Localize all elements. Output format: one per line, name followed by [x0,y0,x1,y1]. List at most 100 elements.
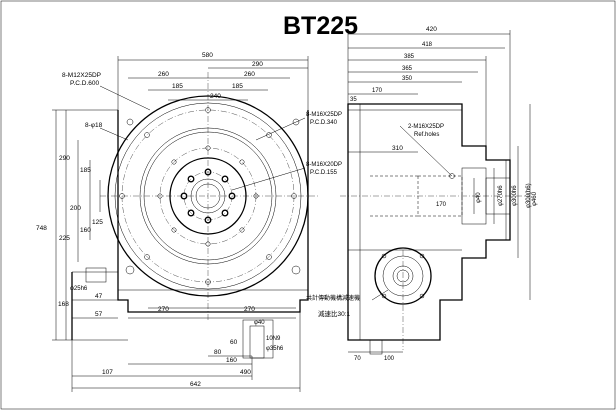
side-input-hole [381,293,387,299]
leader-line [99,127,129,141]
bolt-hole [221,209,229,217]
side-view: 420 418 385 365 350 170 35 2-M16X25DP Re… [306,26,538,362]
dim-phi40: φ40 [254,320,265,326]
bolt-hole [205,107,211,113]
bolt-hole [119,193,125,199]
side-input-hole [381,253,387,259]
dim-185-right: 185 [232,83,243,90]
bolt-hole [228,192,236,200]
side-right-dimensions [473,104,531,300]
dim-47: 47 [95,293,103,300]
bolt-hole [187,175,195,183]
bolt-hole [171,227,177,233]
side-dim-418: 418 [422,42,433,48]
callout-flange-pcd: P.C.D.340 [310,120,338,126]
side-input-hole [419,293,425,299]
dim-57: 57 [95,311,103,318]
side-input-flange [374,247,432,305]
mount-hole [291,265,301,275]
side-dim-385: 385 [404,54,415,60]
dim-200: 200 [70,205,81,212]
bolt-hole [157,193,163,199]
front-left-dimensions [52,109,118,341]
bolt-hole [187,209,195,217]
bolt-hole [204,216,212,224]
side-dim-100: 100 [384,356,395,362]
side-hidden-bore [417,175,463,217]
dim-185-side: 185 [80,167,91,174]
input-shaft [249,325,265,359]
dim-490: 490 [240,369,251,376]
mid-bolt-holes [157,145,259,247]
side-output-shaft [485,177,511,215]
dim-270-lower: 270 [244,306,255,313]
side-dim-310: 310 [392,145,403,152]
hub-bolt-holes [180,168,236,224]
bolt-hole [144,254,150,260]
side-motor-note: 共計傳動機構減速機 [306,294,360,302]
bolt-hole [171,159,177,165]
side-ratio-note: 減速比30:1 [318,309,351,318]
side-dim-350: 350 [402,76,413,82]
mount-hole [126,118,134,126]
bolt-hole [180,192,188,200]
front-bottom-dimensions [71,299,301,392]
side-dim-365: 365 [402,66,413,72]
small-shaft [85,267,107,283]
side-dim-70: 70 [354,356,361,362]
dim-225: 225 [59,235,70,242]
dim-160-side: 160 [80,227,91,234]
side-dia-3: φ300h6 [512,185,518,206]
bolt-hole [204,168,212,176]
dim-290-left: 290 [59,155,70,162]
dim-107: 107 [102,369,113,376]
side-top-dimensions [347,30,511,160]
dim-642: 642 [190,381,201,388]
callout-mounting-holes: 8-M12X25DP [62,72,101,79]
side-callout-tap-holes: 2-M16X25DP [408,124,444,130]
side-body-outline [347,103,511,341]
side-hidden-chamfer [370,175,418,217]
bolt-hole [291,193,297,199]
dim-260-left: 260 [158,71,169,78]
front-view: 580 290 260 260 185 185 240 8-M12X25DP P… [36,52,342,392]
dim-168: 168 [58,301,69,308]
side-dia-5: φ460 [532,191,538,206]
callout-flange-holes: 8-M16X25DP [306,112,342,118]
side-foot-stub [369,339,383,355]
side-input-bore [392,265,414,287]
side-dim-420: 420 [426,26,437,33]
side-tap-hole [449,173,455,179]
side-dim-35: 35 [350,97,357,103]
side-input-hole [419,253,425,259]
mount-hole [292,118,300,126]
dim-290: 290 [252,61,263,68]
leader-line [399,125,453,177]
dim-270-upper: 270 [158,306,169,313]
front-top-dimensions [117,56,309,110]
leader-line [231,167,306,191]
leader-line [255,117,306,141]
bolt-hole [266,254,272,260]
dim-10n9: 10N9 [266,336,281,342]
bolt-hole [253,193,259,199]
bolt-hole [266,132,272,138]
dim-185-left: 185 [172,83,183,90]
bolt-hole [144,132,150,138]
front-housing-outline [117,110,309,313]
callout-center-holes: 8-M16X20DP [306,162,342,168]
dim-80: 80 [214,349,222,356]
side-dim-170: 170 [372,88,383,94]
callout-center-pcd: P.C.D.155 [310,170,338,176]
side-input-shaft [396,269,410,283]
dim-60: 60 [230,339,238,346]
bolt-hole [239,159,245,165]
side-callout-tap-note: Ref.holes [414,132,439,138]
dim-phi25h6: φ25h6 [70,286,88,292]
dim-260-right: 260 [244,71,255,78]
side-dim-170-inner: 170 [436,202,447,208]
side-input-ring [382,255,424,297]
callout-pin-holes: 8-φ18 [85,122,103,129]
